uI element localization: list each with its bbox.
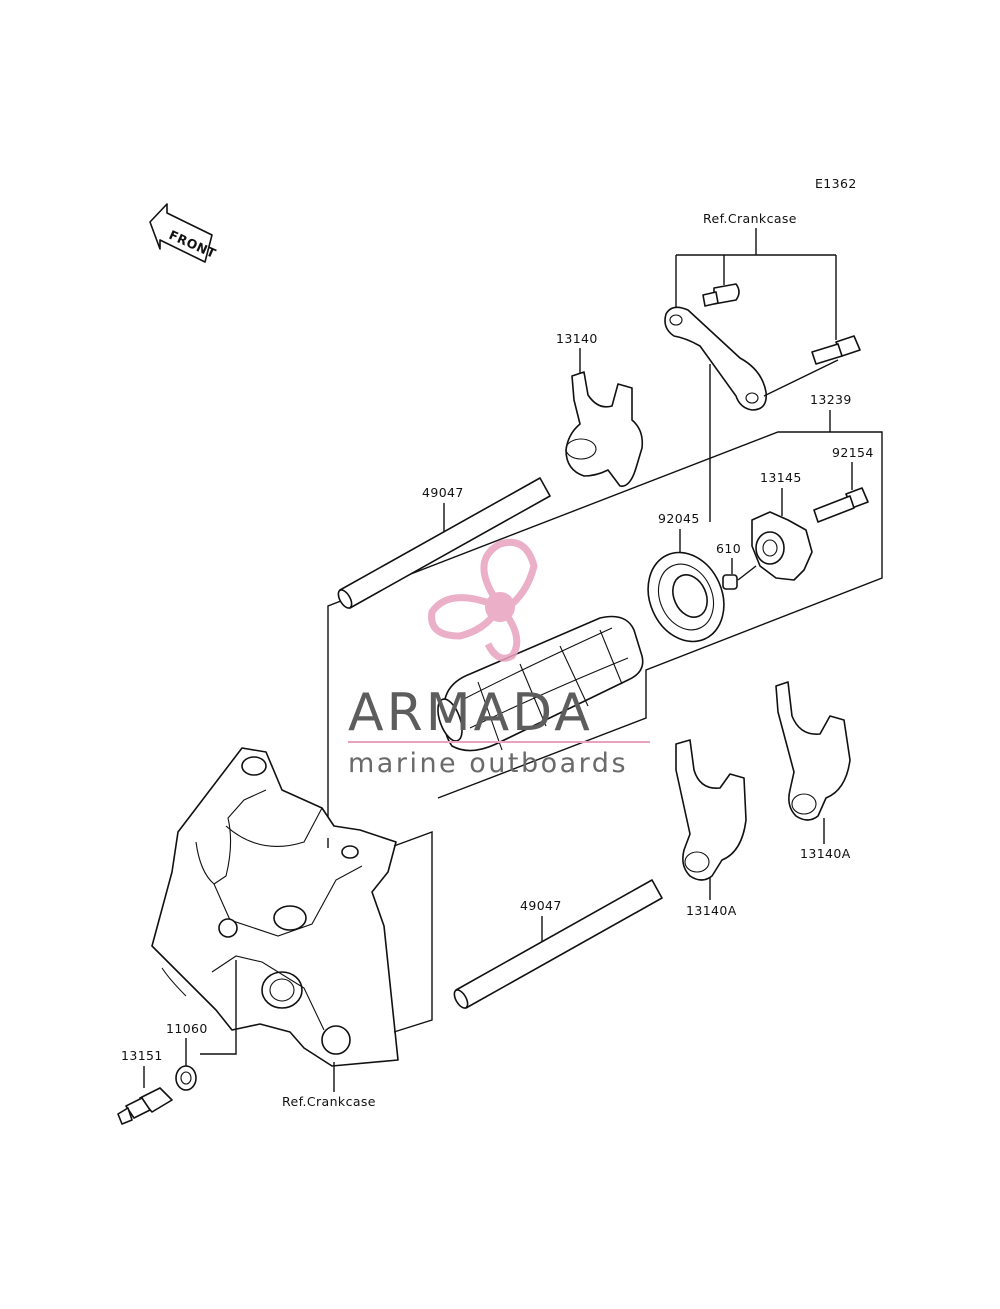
label-13151: 13151 [121,1048,163,1063]
neutral-switch-13151 [117,1087,173,1125]
leader-ref-crankcase-top [675,228,837,340]
shift-rod-49047-top [337,477,551,609]
bolt-upper [702,283,740,307]
watermark-brand: ARMADA [348,683,593,743]
bracket-lower [393,830,433,1033]
shift-fork-13140a-right [775,681,851,821]
label-13239: 13239 [810,392,852,407]
label-49047-top: 49047 [422,485,464,500]
label-92045: 92045 [658,511,700,526]
label-13140a-left: 13140A [686,903,737,918]
shift-fork-13140a-left [675,739,747,881]
bolt-92154 [813,487,869,523]
washer-11060 [175,1065,197,1091]
label-ref-crankcase-bottom: Ref.Crankcase [282,1094,376,1109]
label-13140: 13140 [556,331,598,346]
watermark-tagline: marine outboards [348,748,628,779]
diagram-code: E1362 [815,176,857,191]
label-610: 610 [716,541,741,556]
label-49047-bottom: 49047 [520,898,562,913]
leader-bolt-right [763,359,839,397]
shift-fork-13140 [565,371,644,487]
label-ref-crankcase-top: Ref.Crankcase [703,211,797,226]
shift-drum-cam-13145 [751,511,813,581]
label-13140a-right: 13140A [800,846,851,861]
label-13145: 13145 [760,470,802,485]
shift-rod-49047-bottom [453,879,663,1009]
bearing-92045 [647,551,725,643]
front-arrow-icon: FRONT [149,203,218,263]
leader-11060 [185,960,237,1066]
pin-610 [722,574,738,590]
label-92154: 92154 [832,445,874,460]
label-11060: 11060 [166,1021,208,1036]
crankcase-housing [151,747,399,1067]
bracket-13239 [327,410,883,838]
bolt-right [811,335,861,365]
stopper-bracket [664,306,768,411]
armada-logo-icon [428,538,538,662]
shift-drum [437,615,644,752]
